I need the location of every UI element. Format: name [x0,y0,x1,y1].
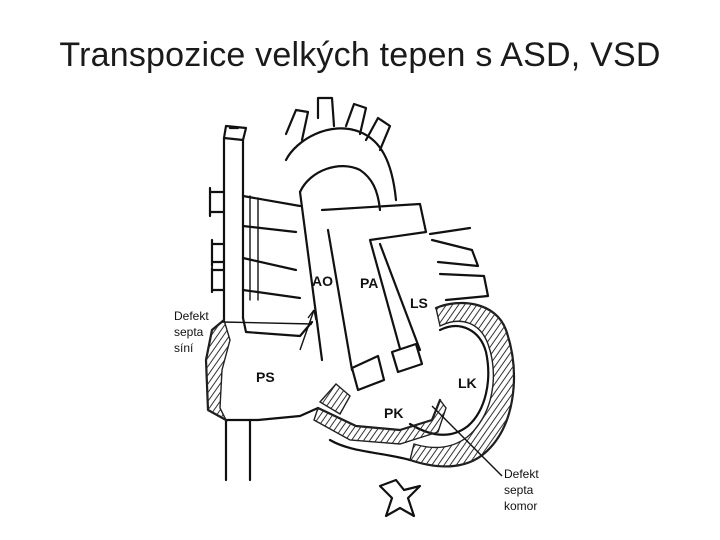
label-pa: PA [360,275,378,291]
asd-pointer [221,321,313,325]
vsd-label: Defekt septa komor [504,467,539,513]
pulmonary-artery [320,202,428,358]
svg-text:síní: síní [174,341,194,355]
myocardium [205,302,515,468]
label-lk: LK [458,375,477,391]
asd-label: Defekt septa síní [174,309,209,355]
inferior-vena-cava [224,418,252,482]
label-ps: PS [256,369,275,385]
svg-text:Defekt: Defekt [174,309,209,323]
vsd-pointer [431,405,503,477]
label-pk: PK [384,405,403,421]
svg-text:septa: septa [174,325,204,339]
svg-text:Defekt: Defekt [504,467,539,481]
superior-vena-cava [222,136,245,322]
leader-lines [221,309,503,477]
svg-text:komor: komor [504,499,537,513]
label-ls: LS [410,295,428,311]
vena-branches [208,186,226,294]
slide-title: Transpozice velkých tepen s ASD, VSD [59,36,661,74]
svg-text:septa: septa [504,483,534,497]
heart-outline [204,96,515,518]
asd-arrow [299,309,315,351]
descending-aorta [378,478,422,518]
aortic-branches [284,96,392,152]
aorta [298,190,354,372]
label-ao: AO [312,273,333,289]
